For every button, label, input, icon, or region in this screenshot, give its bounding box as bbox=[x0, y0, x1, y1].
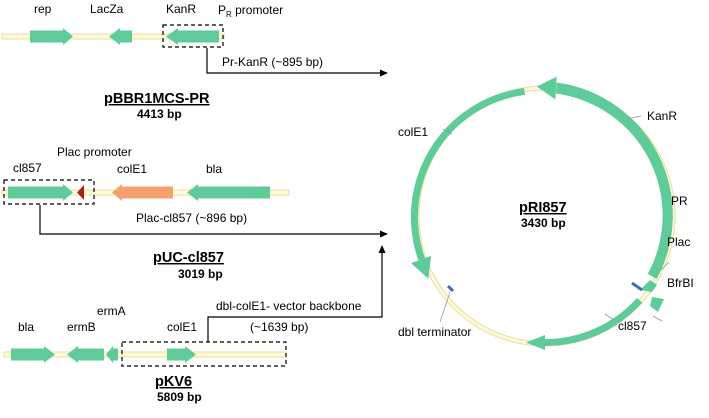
ermb-label: ermB bbox=[67, 320, 96, 334]
pkv6-fragment-arrow-line bbox=[207, 253, 383, 342]
cole1-gene-arrow bbox=[112, 184, 173, 201]
puc-fragment-arrow-line bbox=[39, 205, 380, 235]
puc-plasmid-name: pUC-cl857 bbox=[153, 250, 224, 266]
plasmid-pbbr1mcs-pr: rep LacZa KanR PR promoter Pr-KanR (~895… bbox=[1, 2, 388, 121]
plasmid-pri857-map: KanR colE1 PR Plac BfrBI cl857 dbl termi… bbox=[398, 76, 694, 350]
cl857-map-arrowhead bbox=[526, 335, 545, 350]
ermb-gene-arrow bbox=[67, 346, 104, 363]
pr-map-leader bbox=[660, 261, 670, 271]
kanr-label: KanR bbox=[166, 2, 196, 16]
pbbr-plasmid-name: pBBR1MCS-PR bbox=[104, 91, 210, 107]
lacza-gene-arrow bbox=[109, 28, 132, 45]
pr-kanr-fragment-label: Pr-KanR (~895 bp) bbox=[222, 55, 323, 69]
pbbr-fragment-arrowhead bbox=[380, 69, 388, 77]
pkv6-plasmid-size: 5809 bp bbox=[157, 390, 202, 404]
plac-map-arrow bbox=[650, 297, 664, 312]
bla-label: bla bbox=[206, 162, 222, 176]
kanr-map-arc bbox=[556, 82, 673, 279]
cole1-map-arrowhead bbox=[411, 255, 432, 279]
bla-gene-arrow bbox=[187, 184, 270, 201]
plasmid-pkv6: bla ermB ermA colE1 dbl-colE1- vector ba… bbox=[3, 245, 386, 404]
plac-cl857-fragment-label: Plac-cl857 (~896 bp) bbox=[136, 211, 247, 225]
cole1-map-arc bbox=[410, 88, 526, 261]
plasmid-puc-cl857: cl857 Plac promoter colE1 bla Plac-cl857… bbox=[1, 145, 388, 281]
puc-excised-box bbox=[3, 179, 95, 205]
cl857-map-leader bbox=[604, 313, 615, 321]
pr-map-arrow bbox=[640, 280, 657, 292]
rep-label: rep bbox=[34, 2, 52, 16]
pbbr-excised-box bbox=[162, 24, 224, 48]
cole1-label: colE1 bbox=[117, 162, 147, 176]
kanr-map-arrowhead bbox=[536, 76, 557, 100]
bla-pkv6-gene-arrow bbox=[11, 346, 55, 363]
pri857-plasmid-name: pRI857 bbox=[519, 200, 567, 216]
pkv6-fragment-arrowhead bbox=[378, 245, 386, 253]
pkv6-excised-box bbox=[121, 341, 287, 367]
cl857-map-label: cl857 bbox=[618, 319, 647, 333]
dbl-terminator-map-label: dbl terminator bbox=[398, 325, 471, 339]
dbl-map-leader bbox=[439, 291, 451, 323]
rep-gene-arrow bbox=[30, 28, 73, 45]
kanr-map-leader bbox=[625, 115, 642, 120]
cl857-gene-arrow bbox=[8, 184, 73, 201]
bfrbi-site-marker bbox=[631, 281, 643, 292]
bla-pkv6-label: bla bbox=[18, 320, 34, 334]
backbone-fragment-label-line1: dbl-colE1- vector backbone bbox=[216, 299, 362, 313]
bfrbi-map-leader bbox=[652, 315, 663, 322]
backbone-fragment-label-line2: (~1639 bp) bbox=[250, 320, 308, 334]
cl857-map-arc bbox=[545, 297, 643, 347]
cole1-map-leader bbox=[442, 128, 453, 135]
pr-map-label: PR bbox=[671, 194, 688, 208]
pkv6-plasmid-name: pKV6 bbox=[155, 374, 192, 390]
cole1-pkv6-gene-arrow bbox=[167, 346, 196, 363]
lacza-label: LacZa bbox=[90, 2, 124, 16]
plac-map-label: Plac bbox=[667, 235, 690, 249]
kanr-gene-arrow bbox=[166, 28, 219, 45]
pri857-plasmid-size: 3430 bp bbox=[521, 216, 566, 230]
pbbr-plasmid-size: 4413 bp bbox=[137, 107, 182, 121]
pr-promoter-word: promoter bbox=[232, 3, 283, 17]
bfrbi-map-label: BfrBI bbox=[667, 276, 694, 290]
plac-promoter-marker bbox=[77, 185, 84, 200]
puc-fragment-arrowhead bbox=[380, 230, 388, 238]
puc-plasmid-size: 3019 bp bbox=[178, 267, 223, 281]
cl857-label: cl857 bbox=[13, 161, 42, 175]
pbbr-fragment-arrow-line bbox=[206, 48, 380, 74]
plac-promoter-label: Plac promoter bbox=[57, 145, 132, 159]
erma-label: ermA bbox=[97, 304, 126, 318]
cole1-pkv6-label: colE1 bbox=[167, 320, 197, 334]
kanr-map-label: KanR bbox=[647, 109, 677, 123]
pr-promoter-label: PR promoter bbox=[218, 3, 283, 19]
pr-promoter-subscript: R bbox=[226, 10, 232, 19]
cole1-map-label: colE1 bbox=[398, 125, 428, 139]
dbl-terminator-marker bbox=[446, 284, 455, 293]
pr-promoter-letter: P bbox=[218, 3, 226, 17]
erma-gene-arrow bbox=[106, 346, 118, 363]
